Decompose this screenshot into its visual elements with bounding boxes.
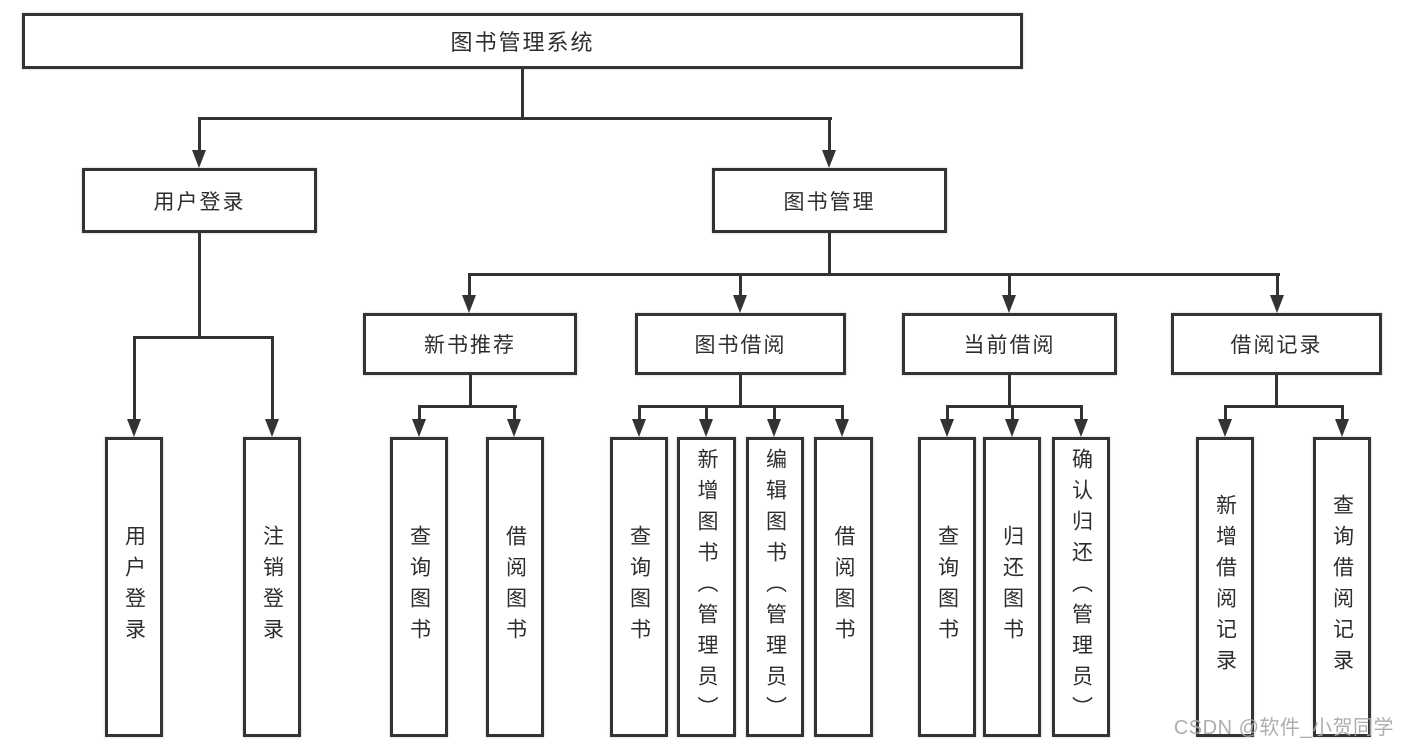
node-label: 图书借阅 (694, 334, 787, 357)
connector-line (1011, 405, 1014, 421)
connector-line (468, 273, 471, 297)
leaf-user-login: 用户登录 (105, 437, 163, 737)
leaf-label: 编辑图书（管理员） (763, 447, 787, 727)
leaf-label: 新增图书（管理员） (695, 447, 718, 727)
watermark-text: CSDN @软件_小贺同学 (1173, 717, 1394, 739)
arrow-down-icon (412, 419, 426, 437)
node-borrow-records: 借阅记录 (1171, 313, 1382, 375)
connector-line (705, 405, 708, 421)
leaf-query-books-recommend: 查询图书 (390, 437, 448, 737)
node-label: 用户登录 (153, 190, 246, 214)
arrow-down-icon (733, 295, 747, 313)
connector-line (1008, 375, 1011, 405)
connector-line (828, 117, 831, 152)
connector-line (773, 405, 776, 421)
leaf-query-books-borrow: 查询图书 (610, 437, 668, 737)
connector-line (469, 375, 472, 405)
connector-line (418, 405, 517, 408)
connector-line (638, 405, 641, 421)
arrow-down-icon (1335, 419, 1349, 437)
arrow-down-icon (632, 419, 646, 437)
arrow-down-icon (822, 150, 836, 168)
leaf-add-book-admin: 新增图书（管理员） (677, 437, 736, 737)
connector-line (1224, 405, 1344, 408)
leaf-label: 注销登录 (260, 525, 284, 649)
arrow-down-icon (462, 295, 476, 313)
leaf-label: 归还图书 (1000, 525, 1024, 649)
connector-line (1080, 405, 1083, 421)
connector-line (198, 117, 201, 152)
leaf-add-borrow-record: 新增借阅记录 (1196, 437, 1254, 737)
arrow-down-icon (1218, 419, 1232, 437)
leaf-edit-book-admin: 编辑图书（管理员） (746, 437, 804, 737)
leaf-label: 借阅图书 (832, 525, 855, 649)
connector-line (739, 375, 742, 405)
node-book-borrow: 图书借阅 (635, 313, 846, 375)
connector-line (133, 336, 274, 339)
connector-line (828, 233, 831, 273)
leaf-return-book: 归还图书 (983, 437, 1041, 737)
connector-line (638, 405, 844, 408)
node-label: 图书管理系统 (450, 30, 595, 55)
node-new-book-recommend: 新书推荐 (363, 313, 577, 375)
connector-line (513, 405, 516, 421)
leaf-label: 查询借阅记录 (1330, 494, 1354, 680)
leaf-label: 用户登录 (122, 525, 146, 649)
node-label: 新书推荐 (424, 334, 516, 357)
connector-line (198, 117, 832, 120)
arrow-down-icon (1074, 419, 1088, 437)
node-label: 当前借阅 (963, 334, 1056, 357)
leaf-query-books-current: 查询图书 (918, 437, 976, 737)
arrow-down-icon (940, 419, 954, 437)
node-label: 借阅记录 (1230, 334, 1323, 357)
leaf-label: 查询图书 (627, 525, 651, 649)
connector-line (418, 405, 421, 421)
leaf-confirm-return-admin: 确认归还（管理员） (1052, 437, 1110, 737)
leaf-borrow-books-recommend: 借阅图书 (486, 437, 544, 737)
connector-line (1008, 273, 1011, 297)
connector-line (468, 273, 1280, 276)
connector-line (521, 69, 524, 117)
leaf-label: 新增借阅记录 (1213, 494, 1237, 680)
connector-line (1276, 273, 1279, 297)
leaf-logout: 注销登录 (243, 437, 301, 737)
connector-line (1224, 405, 1227, 421)
leaf-label: 查询图书 (407, 525, 431, 649)
connector-line (946, 405, 949, 421)
connector-line (739, 273, 742, 297)
arrow-down-icon (127, 419, 141, 437)
arrow-down-icon (1005, 419, 1019, 437)
arrow-down-icon (192, 150, 206, 168)
arrow-down-icon (767, 419, 781, 437)
leaf-query-borrow-record: 查询借阅记录 (1313, 437, 1371, 737)
connector-line (946, 405, 1083, 408)
leaf-label: 确认归还（管理员） (1069, 447, 1093, 727)
arrow-down-icon (1270, 295, 1284, 313)
connector-line (271, 336, 274, 420)
arrow-down-icon (265, 419, 279, 437)
arrow-down-icon (699, 419, 713, 437)
leaf-borrow-books: 借阅图书 (814, 437, 873, 737)
node-book-management-branch: 图书管理 (712, 168, 947, 233)
connector-line (841, 405, 844, 421)
connector-line (1275, 375, 1278, 405)
arrow-down-icon (1002, 295, 1016, 313)
connector-line (1341, 405, 1344, 421)
connector-line (198, 233, 201, 336)
arrow-down-icon (835, 419, 849, 437)
node-user-login-branch: 用户登录 (82, 168, 317, 233)
node-current-borrow: 当前借阅 (902, 313, 1117, 375)
leaf-label: 查询图书 (935, 525, 959, 649)
arrow-down-icon (507, 419, 521, 437)
node-library-management-system: 图书管理系统 (22, 13, 1023, 69)
leaf-label: 借阅图书 (503, 525, 527, 649)
node-label: 图书管理 (783, 190, 876, 214)
connector-line (133, 336, 136, 420)
